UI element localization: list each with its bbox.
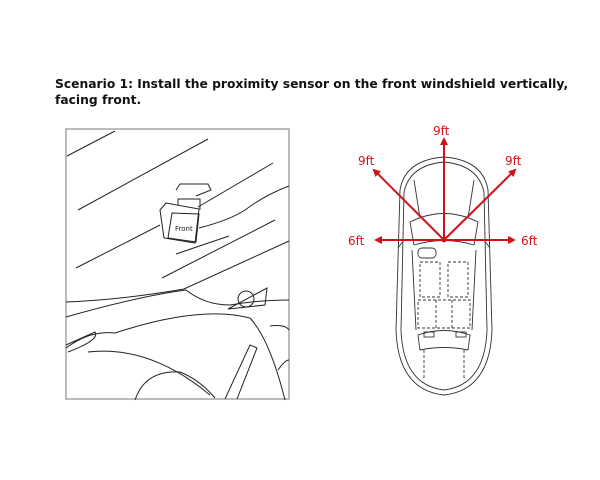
label-left: 6ft (348, 234, 365, 248)
heading-line-2: facing front. (55, 93, 142, 107)
arrow-front-right (443, 168, 517, 241)
sensor-front-label: Front (175, 225, 193, 233)
label-front-right: 9ft (505, 154, 522, 168)
range-arrows (372, 137, 517, 244)
scenario-heading: Scenario 1: Install the proximity sensor… (55, 76, 575, 108)
heading-line-1: Scenario 1: Install the proximity sensor… (55, 77, 569, 91)
car-top-view (395, 156, 493, 396)
sensor-point (441, 237, 447, 243)
arrow-front-left (372, 168, 445, 241)
windshield-illustration: Front (65, 128, 290, 401)
label-right: 6ft (521, 234, 538, 248)
label-front: 9ft (433, 124, 450, 138)
label-front-left: 9ft (358, 154, 375, 168)
